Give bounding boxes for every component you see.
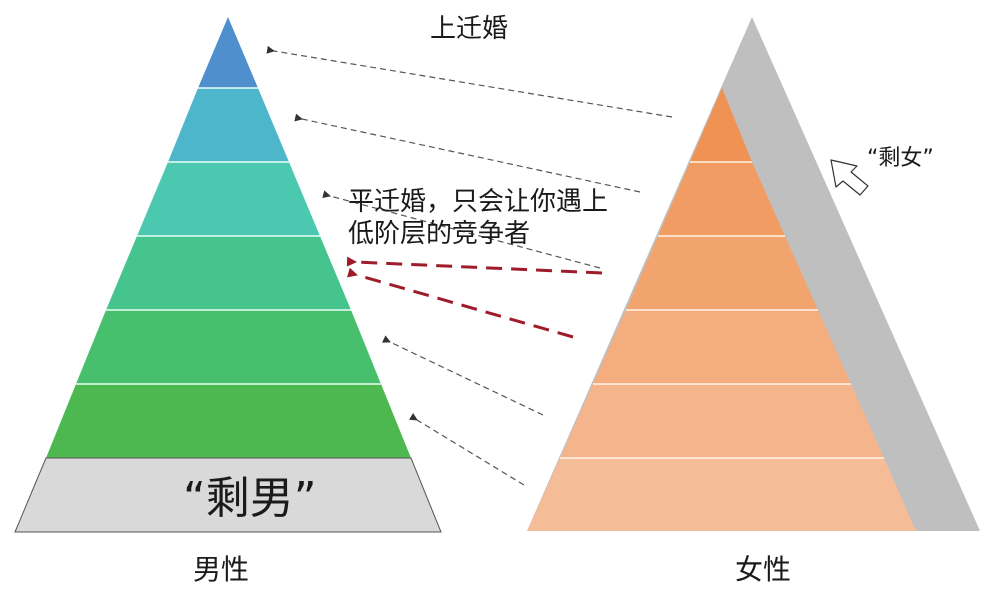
- male-tier-2: [168, 88, 289, 162]
- arrow-up-2: [294, 113, 641, 193]
- arrow-equal-2: [346, 267, 574, 339]
- male-label: 男性: [193, 553, 250, 586]
- equal-marriage-note: 平迁婚，只会让你遇上 低阶层的竞争者: [348, 186, 608, 250]
- female-tier-3: [626, 236, 818, 310]
- arrow-equal-1: [346, 256, 603, 275]
- female-tier-4: [593, 310, 851, 384]
- female-label: 女性: [735, 553, 792, 586]
- hypergamy-arrows: [266, 45, 673, 486]
- arrow-up-4: [381, 335, 544, 416]
- female-pyramid: [527, 17, 980, 531]
- leftover-women-pointer-icon: [830, 159, 869, 196]
- female-tier-2: [658, 162, 785, 236]
- male-tier-4: [106, 236, 351, 310]
- note-line-1: 平迁婚，只会让你遇上: [348, 187, 609, 217]
- female-tier-1: [690, 88, 752, 162]
- leftover-women-label: “剩女”: [867, 146, 934, 171]
- leftover-men-label: “剩男”: [183, 473, 317, 524]
- arrow-up-3: [322, 190, 601, 269]
- note-line-2: 低阶层的竞争者: [348, 219, 531, 249]
- arrow-up-1: [266, 45, 673, 118]
- female-tier-5: [560, 384, 884, 458]
- hypergamy-title: 上迁婚: [430, 14, 509, 44]
- male-pyramid: [14, 17, 442, 533]
- male-tier-5: [76, 310, 381, 384]
- male-tier-3: [137, 162, 320, 236]
- arrow-up-5: [408, 412, 525, 486]
- male-tier-1: [198, 17, 258, 88]
- male-leftover-tier: [14, 457, 442, 533]
- male-tier-6: [46, 384, 411, 458]
- female-tier-6: [527, 458, 916, 531]
